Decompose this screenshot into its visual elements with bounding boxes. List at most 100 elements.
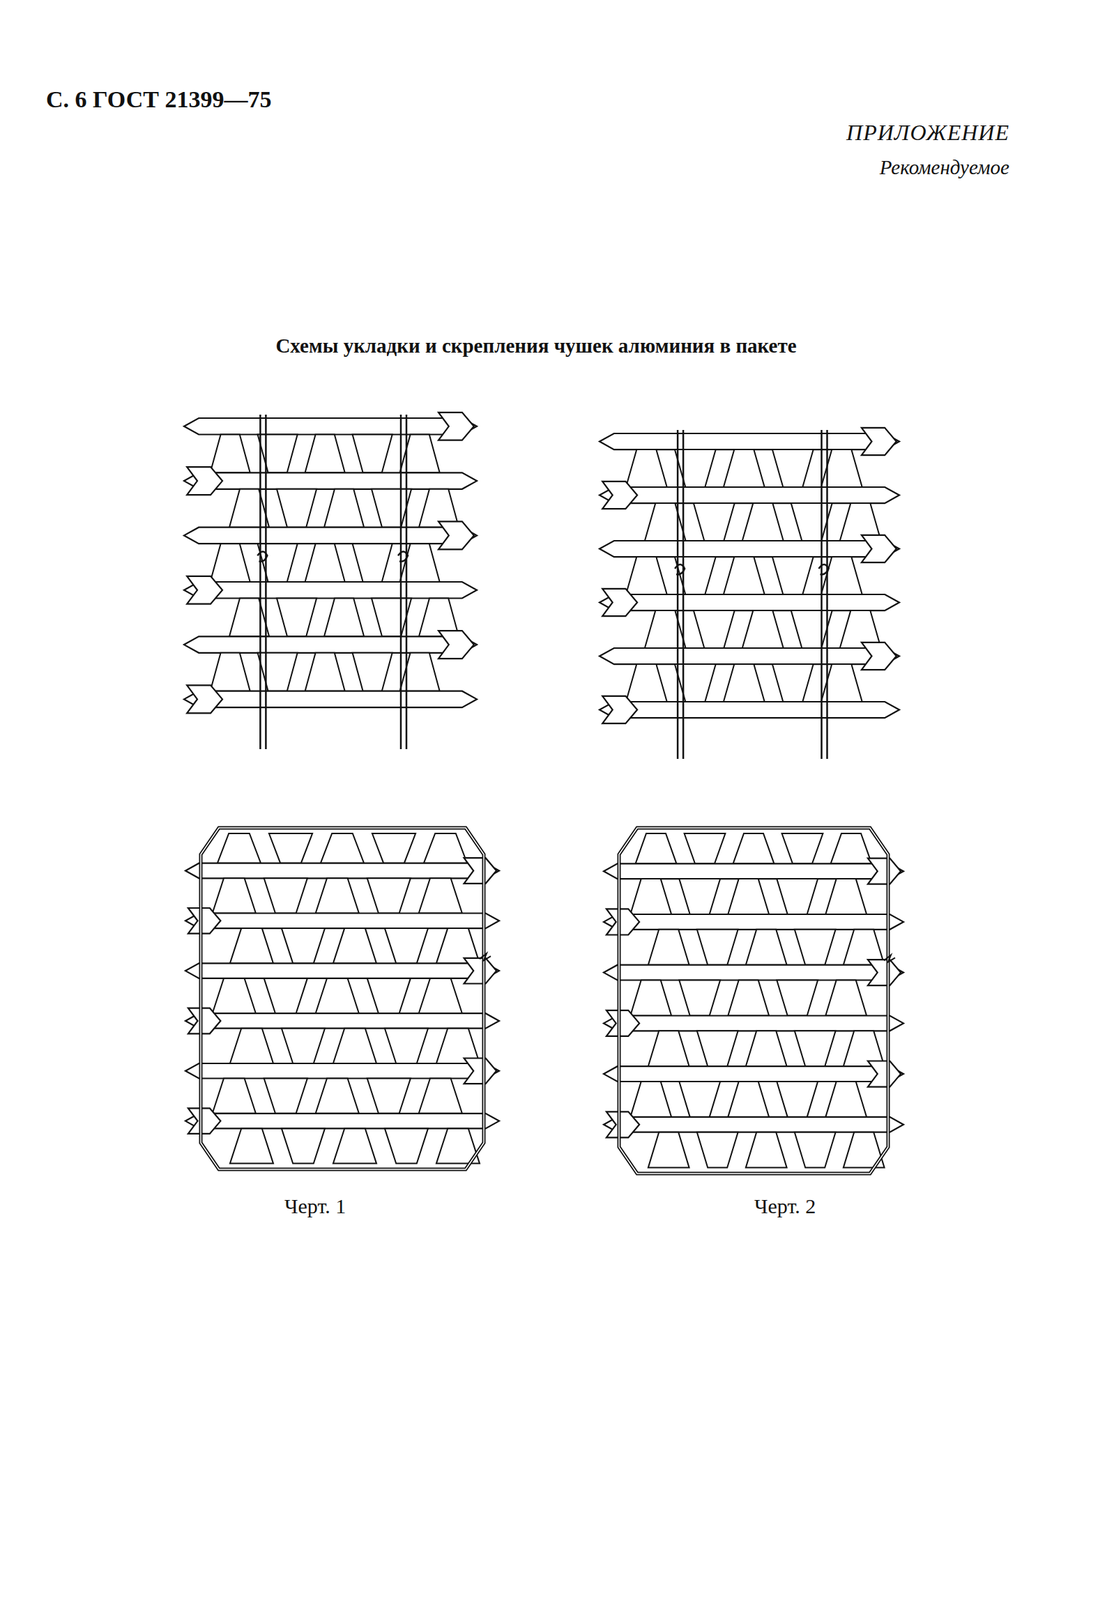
ingot-bar [599,487,900,504]
ingot-end [186,467,223,495]
strap-wire [264,414,267,750]
strap-wire [259,414,262,750]
ingot-section [230,1128,274,1164]
ingot-section [324,489,364,528]
drawing-caption: Черт. 2 [754,1194,816,1219]
ingot-end [861,428,897,456]
ingot-section [264,1079,308,1114]
ingot-stack [603,828,904,1174]
ingot-section [742,503,784,541]
ingot-section [644,610,686,649]
ingot-section [333,1128,377,1164]
ingot-section [333,928,377,964]
ingot-section [418,878,463,914]
strap-loop [200,828,484,1170]
ingot-section [305,543,346,583]
ingot-section [772,449,814,488]
ingot-end [606,909,640,935]
ingot-section [626,664,668,703]
ingot-end [188,1108,221,1135]
ingot-end [438,521,475,550]
ingot-bar [185,1114,500,1130]
ingot-section [745,929,788,966]
ingot-section [742,610,784,649]
ingot-section [674,449,716,488]
ingot-bar [603,1066,904,1082]
ingot-section [794,1132,836,1169]
ingot-end [606,1111,640,1138]
ingot-bar [185,963,500,979]
ingot-section [678,980,721,1017]
ingot-section [230,1028,274,1064]
ingot-bar [599,648,900,665]
ingot-section [281,1128,325,1164]
ingot-section [269,833,313,864]
page-header: С. 6 ГОСТ 21399—75 [46,86,272,113]
ingot-section [772,664,814,703]
ingot-end [861,642,897,670]
ingot-end [188,908,221,935]
ingot-section [723,664,765,703]
ingot-section [825,980,867,1017]
strap-loop [619,828,889,1174]
strap-twist [257,551,267,562]
ingot-section [693,503,735,541]
ingot-section [320,833,364,864]
ingot-section [315,878,360,914]
ingot-section [371,598,412,638]
ingot-end [464,958,498,985]
ingot-section [276,598,317,638]
ingot-section [626,449,668,488]
ingot-section [384,1128,429,1164]
ingot-section [212,878,256,914]
ingot-bar [185,863,500,880]
ingot-stack [599,428,900,760]
ingot-section [367,978,411,1014]
strap-wire [676,430,679,760]
ingot-section [315,978,360,1014]
ingot-section [830,833,873,864]
ingot-section [678,1081,721,1118]
ingot-section [630,1081,672,1118]
ingot-bar [185,913,500,930]
ingot-section [315,1079,360,1114]
ingot-section [264,978,308,1014]
ingot-end [438,630,475,659]
strap-twist [398,551,408,562]
strap-twist [819,564,829,575]
strap-wire [820,430,823,760]
ingot-section [776,879,818,915]
ingot-section [372,833,416,864]
ingot-bar [599,540,900,557]
ingot-section [333,1028,377,1064]
ingot-bar [603,965,904,981]
ingot-section [367,878,411,914]
ingot-section [674,664,716,703]
ingot-section [684,833,726,864]
ingot-bar [603,1016,904,1032]
ingot-section [230,928,274,964]
ingot-section [630,879,672,915]
strap-loop [619,828,889,1174]
ingot-section [210,653,251,692]
ingot-section [352,435,393,474]
ingot-section [648,929,690,966]
ingot-section [791,503,833,541]
ingot-end [186,576,223,605]
ingot-section [648,1132,690,1169]
ingot-section [825,879,867,915]
ingot-bar [603,1117,904,1133]
ingot-section [772,557,814,595]
ingot-section [229,489,270,528]
drawing-caption: Черт. 1 [284,1194,346,1219]
strap-wire [682,430,685,760]
ingot-bar [184,691,477,709]
ingot-end [438,412,475,441]
ingot-section [697,1031,739,1067]
strap-wire [400,414,403,750]
ingot-section [367,1079,411,1114]
ingot-end [188,1008,221,1035]
ingot-section [782,833,824,864]
strap-twist [674,564,685,575]
